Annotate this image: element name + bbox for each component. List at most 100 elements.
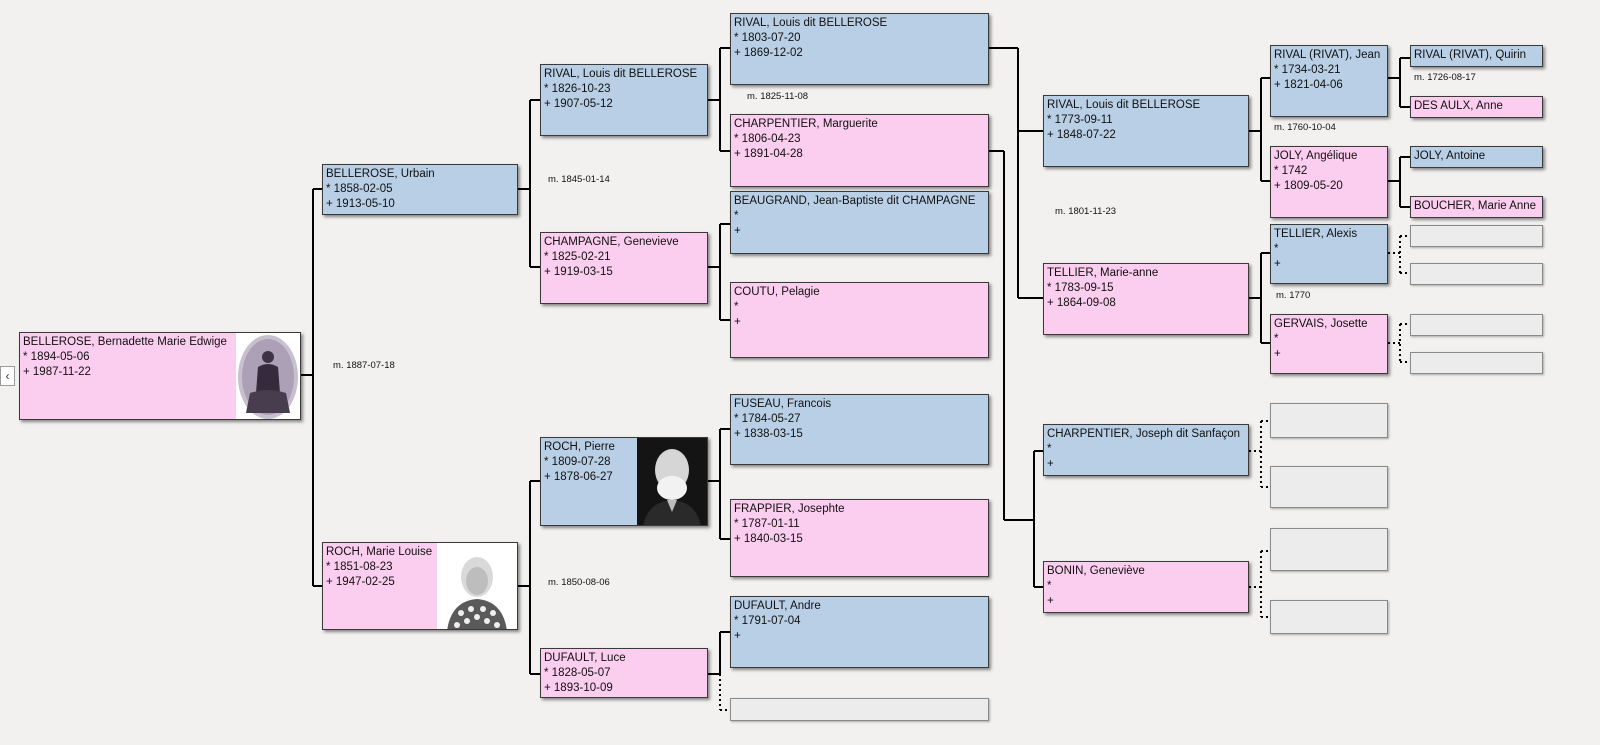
person-card-text: ROCH, Marie Louise * 1851-08-23 + 1947-0… <box>326 545 432 590</box>
person-name: RIVAL (RIVAT), Jean <box>1274 49 1381 61</box>
marriage-date-label: m. 1850-08-06 <box>548 577 610 588</box>
person-card-text: CHAMPAGNE, Genevieve * 1825-02-21 + 1919… <box>544 235 679 280</box>
person-death-date: + 1919-03-15 <box>544 266 613 278</box>
person-death-date: + 1848-07-22 <box>1047 129 1116 141</box>
person-birth-date: * 1809-07-28 <box>544 456 611 468</box>
person-card-gen6-3[interactable]: JOLY, Antoine <box>1410 146 1543 168</box>
person-card-text: BONIN, Geneviève * + <box>1047 564 1145 609</box>
empty-person-slot[interactable] <box>730 698 989 721</box>
person-death-date: + 1840-03-15 <box>734 533 803 545</box>
person-birth-date: * 1826-10-23 <box>544 83 611 95</box>
person-name: DES AULX, Anne <box>1414 100 1503 112</box>
person-name: FUSEAU, Francois <box>734 398 832 410</box>
person-name: CHARPENTIER, Marguerite <box>734 118 878 130</box>
person-card-gen6-4[interactable]: BOUCHER, Marie Anne <box>1410 196 1543 218</box>
person-birth-date: * 1791-07-04 <box>734 615 801 627</box>
person-card-gen4-3[interactable]: CHARPENTIER, Joseph dit Sanfaçon * + <box>1043 424 1249 476</box>
empty-person-slot[interactable] <box>1410 352 1543 374</box>
person-birth-date: * 1894-05-06 <box>23 351 90 363</box>
person-card-gen4-1[interactable]: RIVAL, Louis dit BELLEROSE * 1773-09-11 … <box>1043 95 1249 167</box>
person-name: BONIN, Geneviève <box>1047 565 1145 577</box>
person-card-text: BELLEROSE, Urbain * 1858-02-05 + 1913-05… <box>326 167 435 212</box>
person-card-text: JOLY, Angélique * 1742 + 1809-05-20 <box>1274 149 1357 194</box>
empty-person-slot[interactable] <box>1410 314 1543 336</box>
person-card-root[interactable]: BELLEROSE, Bernadette Marie Edwige * 189… <box>19 332 301 420</box>
person-card-gen3-6[interactable]: FRAPPIER, Josephte * 1787-01-11 + 1840-0… <box>730 499 989 577</box>
person-birth-date: * 1783-09-15 <box>1047 282 1114 294</box>
person-card-text: RIVAL, Louis dit BELLEROSE * 1826-10-23 … <box>544 67 697 112</box>
person-portrait-photo <box>236 333 300 419</box>
person-portrait-photo <box>637 438 707 525</box>
person-card-text: BELLEROSE, Bernadette Marie Edwige * 189… <box>23 335 227 380</box>
person-card-gen3-7[interactable]: DUFAULT, Andre * 1791-07-04 + <box>730 596 989 668</box>
person-card-gen4-2[interactable]: TELLIER, Marie-anne * 1783-09-15 + 1864-… <box>1043 263 1249 335</box>
empty-person-slot[interactable] <box>1270 466 1388 508</box>
person-card-gen5-1[interactable]: RIVAL (RIVAT), Jean * 1734-03-21 + 1821-… <box>1270 45 1388 117</box>
person-card-gen3-3[interactable]: BEAUGRAND, Jean-Baptiste dit CHAMPAGNE *… <box>730 191 989 254</box>
person-card-text: CHARPENTIER, Joseph dit Sanfaçon * + <box>1047 427 1240 472</box>
person-card-text: ROCH, Pierre * 1809-07-28 + 1878-06-27 <box>544 440 615 485</box>
person-death-date: + 1864-09-08 <box>1047 297 1116 309</box>
person-death-date: + 1947-02-25 <box>326 576 395 588</box>
person-death-date: + 1907-05-12 <box>544 98 613 110</box>
person-card-gen3-1[interactable]: RIVAL, Louis dit BELLEROSE * 1803-07-20 … <box>730 13 989 85</box>
person-card-gen5-2[interactable]: JOLY, Angélique * 1742 + 1809-05-20 <box>1270 146 1388 218</box>
person-name: BEAUGRAND, Jean-Baptiste dit CHAMPAGNE <box>734 195 976 207</box>
person-card-father[interactable]: BELLEROSE, Urbain * 1858-02-05 + 1913-05… <box>322 164 518 215</box>
person-name: ROCH, Marie Louise <box>326 546 433 558</box>
person-card-text: RIVAL (RIVAT), Jean * 1734-03-21 + 1821-… <box>1274 48 1380 93</box>
person-name: BELLEROSE, Urbain <box>326 168 435 180</box>
person-death-date: + <box>1047 595 1054 607</box>
person-card-maternal-grandfather[interactable]: ROCH, Pierre * 1809-07-28 + 1878-06-27 <box>540 437 708 526</box>
person-card-text: RIVAL (RIVAT), Quirin <box>1414 48 1526 63</box>
person-name: RIVAL, Louis dit BELLEROSE <box>1047 99 1201 111</box>
person-name: JOLY, Antoine <box>1414 150 1486 162</box>
person-name: JOLY, Angélique <box>1274 150 1358 162</box>
empty-person-slot[interactable] <box>1410 225 1543 247</box>
person-death-date: + <box>1274 258 1281 270</box>
person-card-gen6-2[interactable]: DES AULX, Anne <box>1410 96 1543 118</box>
person-birth-date: * <box>1047 443 1052 455</box>
person-death-date: + <box>1274 348 1281 360</box>
person-card-gen6-1[interactable]: RIVAL (RIVAT), Quirin <box>1410 45 1543 67</box>
person-birth-date: * 1784-05-27 <box>734 413 801 425</box>
empty-person-slot[interactable] <box>1410 263 1543 285</box>
person-card-paternal-grandfather[interactable]: RIVAL, Louis dit BELLEROSE * 1826-10-23 … <box>540 64 708 136</box>
empty-person-slot[interactable] <box>1270 600 1388 634</box>
person-portrait-photo <box>437 543 517 629</box>
person-name: RIVAL, Louis dit BELLEROSE <box>734 17 888 29</box>
person-name: CHARPENTIER, Joseph dit Sanfaçon <box>1047 428 1241 440</box>
navigate-back-button[interactable]: ‹ <box>0 366 15 386</box>
person-card-text: DUFAULT, Andre * 1791-07-04 + <box>734 599 821 644</box>
person-birth-date: * 1803-07-20 <box>734 32 801 44</box>
person-card-text: CHARPENTIER, Marguerite * 1806-04-23 + 1… <box>734 117 878 162</box>
person-card-text: FUSEAU, Francois * 1784-05-27 + 1838-03-… <box>734 397 831 442</box>
person-name: CHAMPAGNE, Genevieve <box>544 236 679 248</box>
person-card-text: JOLY, Antoine <box>1414 149 1485 164</box>
person-death-date: + 1891-04-28 <box>734 148 803 160</box>
person-name: RIVAL (RIVAT), Quirin <box>1414 49 1527 61</box>
person-death-date: + 1809-05-20 <box>1274 180 1343 192</box>
person-card-text: DUFAULT, Luce * 1828-05-07 + 1893-10-09 <box>544 651 626 696</box>
person-card-text: RIVAL, Louis dit BELLEROSE * 1773-09-11 … <box>1047 98 1200 143</box>
empty-person-slot[interactable] <box>1270 528 1388 571</box>
person-death-date: + 1838-03-15 <box>734 428 803 440</box>
person-card-mother[interactable]: ROCH, Marie Louise * 1851-08-23 + 1947-0… <box>322 542 518 630</box>
person-name: BELLEROSE, Bernadette Marie Edwige <box>23 336 227 348</box>
person-card-gen3-5[interactable]: FUSEAU, Francois * 1784-05-27 + 1838-03-… <box>730 394 989 465</box>
person-card-gen3-4[interactable]: COUTU, Pelagie * + <box>730 282 989 358</box>
person-card-text: TELLIER, Alexis * + <box>1274 227 1357 272</box>
person-card-gen3-2[interactable]: CHARPENTIER, Marguerite * 1806-04-23 + 1… <box>730 114 989 187</box>
empty-person-slot[interactable] <box>1270 403 1388 438</box>
person-card-paternal-grandmother[interactable]: CHAMPAGNE, Genevieve * 1825-02-21 + 1919… <box>540 232 708 304</box>
person-card-gen5-4[interactable]: GERVAIS, Josette * + <box>1270 314 1388 374</box>
person-name: BOUCHER, Marie Anne <box>1414 200 1537 212</box>
person-card-text: TELLIER, Marie-anne * 1783-09-15 + 1864-… <box>1047 266 1158 311</box>
person-card-gen4-4[interactable]: BONIN, Geneviève * + <box>1043 561 1249 613</box>
person-card-maternal-grandmother[interactable]: DUFAULT, Luce * 1828-05-07 + 1893-10-09 <box>540 648 708 698</box>
person-name: TELLIER, Marie-anne <box>1047 267 1159 279</box>
person-card-gen5-3[interactable]: TELLIER, Alexis * + <box>1270 224 1388 284</box>
person-card-text: FRAPPIER, Josephte * 1787-01-11 + 1840-0… <box>734 502 845 547</box>
person-death-date: + 1821-04-06 <box>1274 79 1343 91</box>
person-birth-date: * 1773-09-11 <box>1047 114 1113 126</box>
